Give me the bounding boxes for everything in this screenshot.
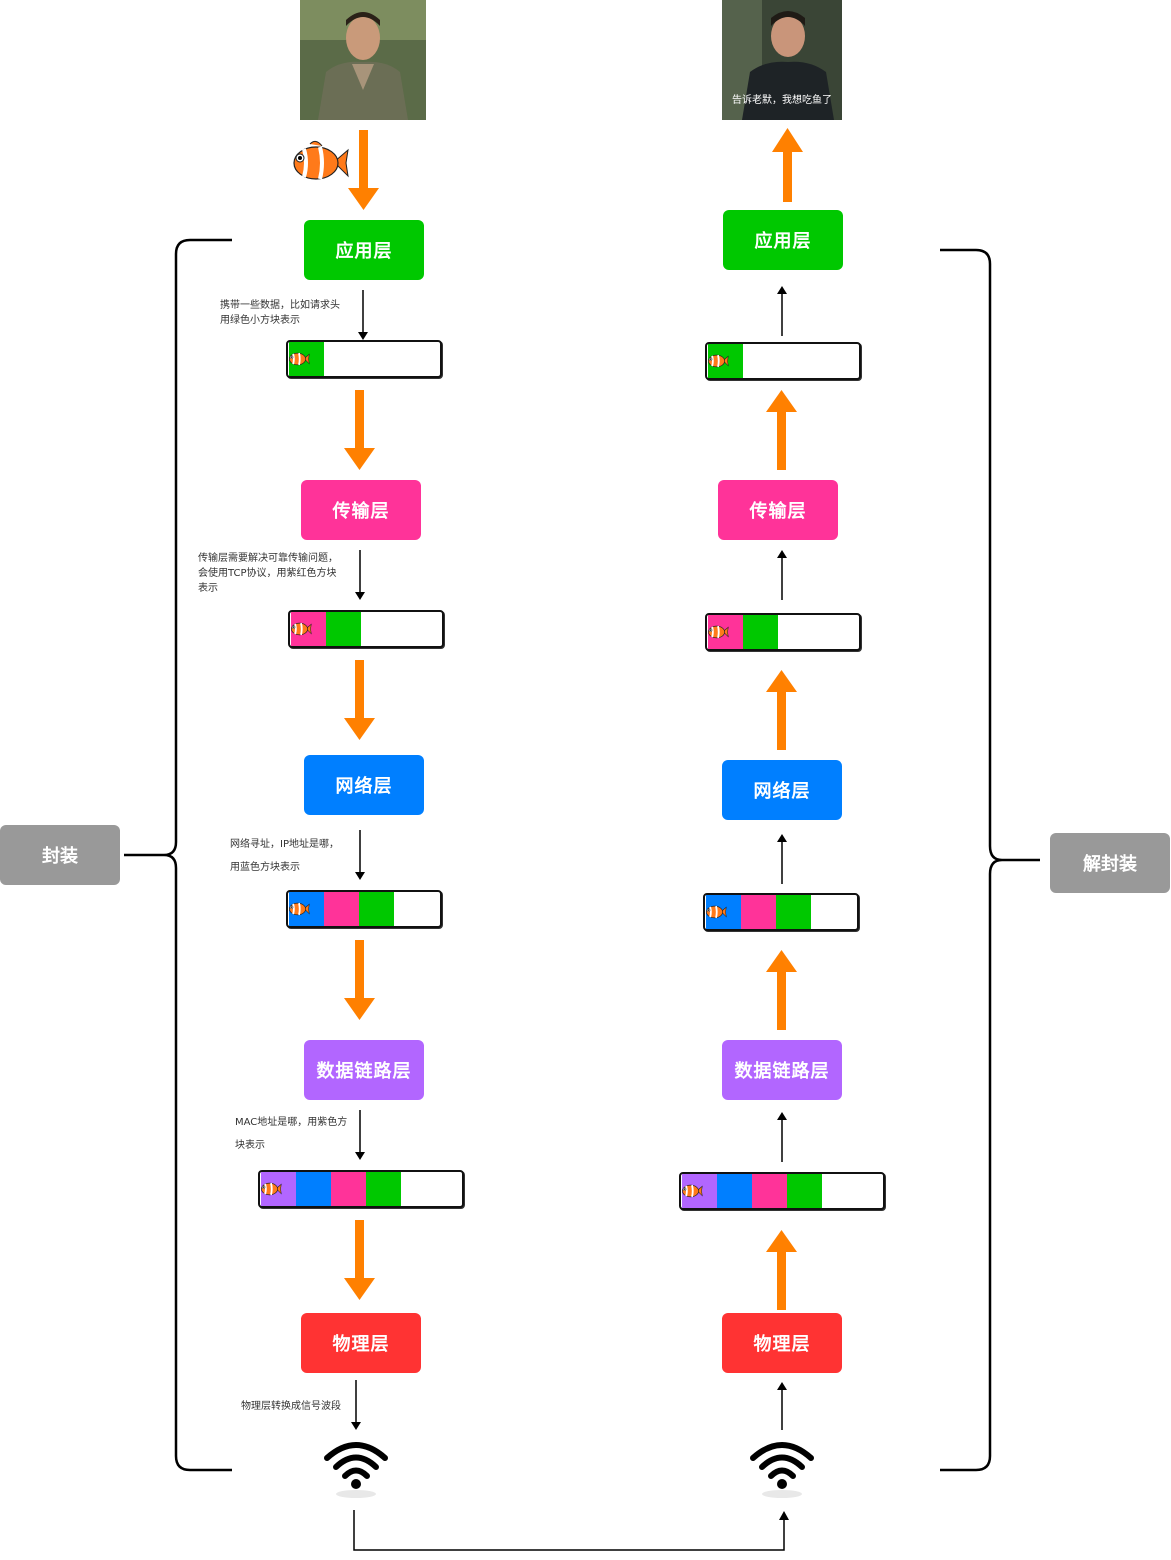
transport-layer-left: 传输层 [301,480,421,540]
packet-datalink-right [679,1172,885,1210]
application-layer-left: 应用层 [304,220,424,280]
note-physical: 物理层转换成信号波段 [241,1401,341,1412]
right-bracket [940,248,1040,1472]
clownfish-icon [293,140,349,180]
segment-data [787,1174,822,1208]
clownfish-icon [707,623,729,641]
wifi-icon [747,1434,817,1504]
person-photo [300,0,426,120]
segment-ip [717,1174,752,1208]
packet-application-right [705,342,861,380]
datalink-layer-right: 数据链路层 [722,1040,842,1100]
clownfish-icon [260,1180,282,1198]
encapsulation-label: 封装 [0,825,120,885]
segment-tcp [324,892,359,926]
segment-ip [296,1172,331,1206]
packet-transport-left [288,610,444,648]
clownfish-icon [707,352,729,370]
network-layer-right: 网络层 [722,760,842,820]
segment-data [326,612,361,646]
packet-network-left [286,890,442,928]
note-application: 携带一些数据，比如请求头 用绿色小方块表示 [220,300,340,326]
clownfish-icon [681,1182,703,1200]
transport-layer-right: 传输层 [718,480,838,540]
network-layer-left: 网络层 [304,755,424,815]
orange-arrows-right [766,128,803,1310]
segment-data [743,615,778,649]
clownfish-icon [290,620,312,638]
photo-caption: 告诉老默，我想吃鱼了 [732,95,832,106]
physical-layer-left: 物理层 [301,1313,421,1373]
clownfish-icon [288,900,310,918]
segment-tcp [741,895,776,929]
clownfish-icon [288,350,310,368]
datalink-layer-left: 数据链路层 [304,1040,424,1100]
clownfish-icon [705,903,727,921]
left-bracket [124,238,232,1472]
packet-network-right [703,893,859,931]
orange-arrows-left [344,130,379,1300]
segment-tcp [752,1174,787,1208]
packet-datalink-left [258,1170,464,1208]
segment-data [366,1172,401,1206]
packet-transport-right [705,613,861,651]
application-layer-right: 应用层 [723,210,843,270]
person-photo-right: 告诉老默，我想吃鱼了 [722,0,842,120]
segment-data [359,892,394,926]
black-arrows-left [355,290,364,1424]
packet-application-left [286,340,442,378]
note-network: 网络寻址，IP地址是哪， 用蓝色方块表示 [230,839,339,873]
segment-data [776,895,811,929]
wifi-icon [321,1434,391,1504]
note-datalink: MAC地址是哪，用紫色方 块表示 [235,1117,348,1151]
decapsulation-label: 解封装 [1050,833,1170,893]
physical-layer-right: 物理层 [722,1313,842,1373]
note-transport: 传输层需要解决可靠传输问题， 会使用TCP协议，用紫红色方块 表示 [198,553,338,594]
segment-tcp [331,1172,366,1206]
